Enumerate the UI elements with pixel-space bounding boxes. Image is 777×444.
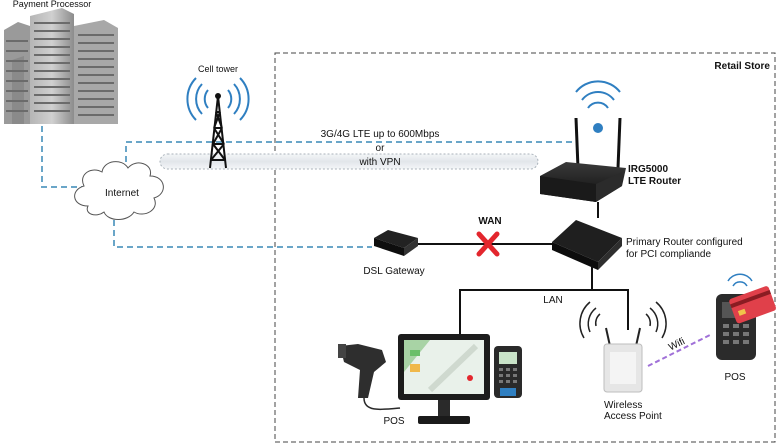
wireless-access-point [579, 301, 667, 393]
internet-label: Internet [105, 188, 139, 199]
wap-label-1: Wireless [604, 400, 642, 411]
lte-router [540, 80, 626, 218]
cell-tower [186, 77, 250, 169]
payment-processor-building [4, 8, 118, 124]
lte-router-label-2: LTE Router [628, 176, 681, 187]
with-vpn-label: with VPN [358, 157, 400, 168]
retail-store-boundary [274, 52, 776, 443]
lte-router-label-1: IRG5000 [628, 164, 668, 175]
dsl-gateway [374, 230, 418, 256]
dsl-gateway-label: DSL Gateway [363, 266, 424, 277]
lte-speed-label: 3G/4G LTE up to 600Mbps [321, 129, 440, 140]
wireless-links [41, 126, 575, 248]
internet-cloud [74, 161, 164, 220]
wifi-link [647, 333, 713, 367]
pos-handheld-terminal [716, 273, 776, 360]
primary-router [552, 220, 622, 270]
lte-signal-dot [593, 123, 603, 133]
wan-failure-icon [476, 231, 500, 257]
primary-router-label-2: for PCI compliande [626, 249, 711, 260]
primary-router-label-1: Primary Router configured [626, 237, 743, 248]
cell-tower-label: Cell tower [198, 64, 238, 74]
retail-store-label: Retail Store [714, 61, 770, 72]
pos-right-label: POS [724, 372, 745, 383]
pos-workstation [338, 334, 522, 424]
wan-label: WAN [478, 216, 501, 227]
wap-label-2: Access Point [604, 411, 662, 422]
vpn-tunnel [159, 153, 539, 170]
or-label: or [376, 143, 386, 154]
wifi-label: Wifi [667, 336, 687, 353]
payment-processor-label: Payment Processor [13, 0, 92, 9]
pos-left-label: POS [383, 416, 404, 427]
lan-label: LAN [543, 295, 562, 306]
